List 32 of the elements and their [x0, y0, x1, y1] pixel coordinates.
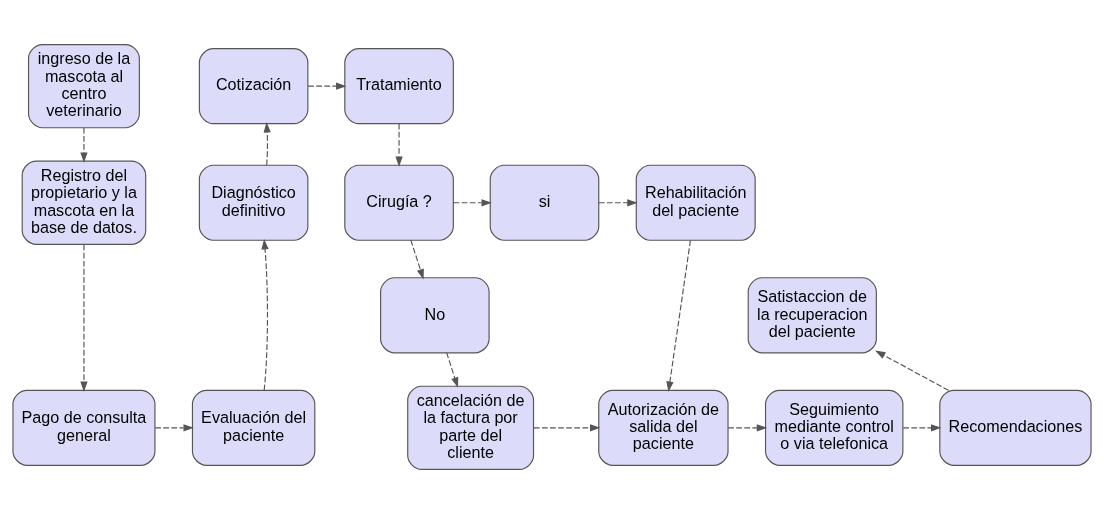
arrow [446, 352, 459, 388]
node-box: ingreso de la mascota al centro veterinario [27, 44, 140, 129]
arrow [875, 350, 949, 391]
arrow [395, 123, 403, 167]
node-box: cancelación de la factura por parte del cliente [407, 385, 535, 470]
arrow [666, 240, 691, 392]
node-box: Pago de consulta general [12, 389, 156, 466]
arrow [453, 199, 492, 207]
node-box: Seguimiento mediante control o via telefonica [764, 389, 904, 466]
arrow [533, 424, 601, 432]
node-box: Autorización de salida del paciente [598, 389, 729, 466]
arrow [902, 424, 942, 432]
node-box: Diagnóstico definitivo [198, 164, 309, 241]
node-box: Evaluación del paciente [191, 389, 316, 466]
node-box: Cirugía ? [344, 164, 454, 241]
node-box: Registro del propietario y la mascota en la base de datos. [21, 160, 147, 245]
arrow [727, 424, 768, 432]
node-box: Tratamiento [344, 48, 454, 125]
arrow [80, 244, 88, 392]
arrow [598, 199, 638, 207]
node-box: Cotización [198, 48, 309, 125]
arrow [307, 82, 347, 90]
arrow [261, 238, 269, 391]
arrow [80, 127, 88, 163]
arrow [410, 239, 424, 280]
node-box: No [380, 277, 490, 354]
node-box: Rehabilitación del paciente [635, 164, 756, 241]
node-box: Recomendaciones [939, 389, 1092, 466]
arrow [154, 424, 194, 432]
node-box: si [489, 164, 600, 241]
node-box: Satistaccion de la recuperacion del paciente [747, 277, 877, 354]
arrow [263, 122, 271, 166]
